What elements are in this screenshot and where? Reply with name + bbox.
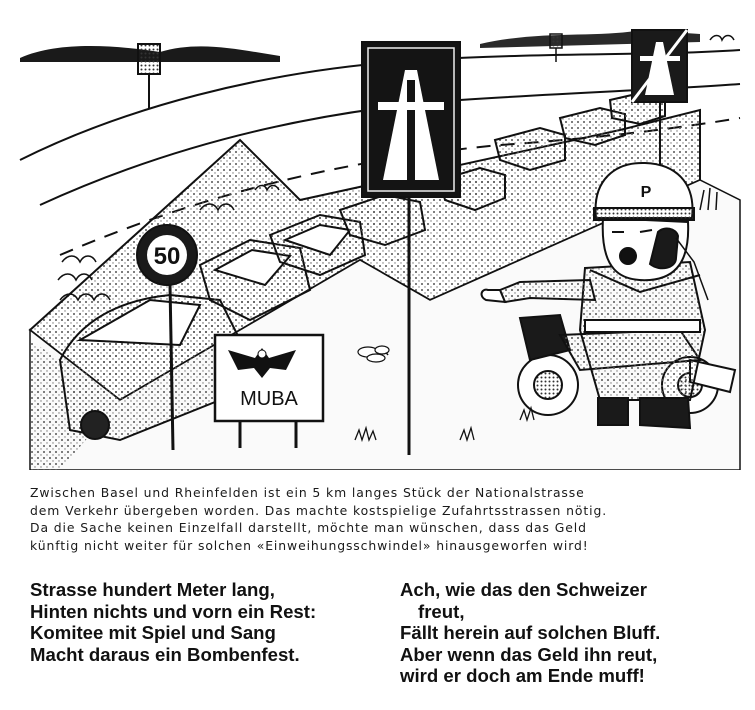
end-motorway-sign — [630, 29, 689, 175]
speed-limit-value: 50 — [154, 243, 181, 270]
small-square-sign — [137, 33, 563, 108]
caption-line: Zwischen Basel und Rheinfelden ist ein 5… — [30, 485, 585, 500]
poem-line: Komitee mit Spiel und Sang — [30, 622, 276, 643]
cartoon-illustration: 50 MUBA — [19, 29, 741, 470]
poem-line: freut, — [418, 600, 465, 622]
police-helmet — [594, 161, 694, 219]
eagle-emblem — [228, 348, 296, 378]
stones — [357, 345, 390, 363]
caption-line: künftig nicht weiter für solchen «Einwei… — [30, 537, 589, 553]
grass-tufts — [354, 405, 535, 443]
motorway-sign — [361, 41, 461, 455]
caption-line: dem Verkehr übergeben worden. Das machte… — [30, 502, 608, 518]
poem-line: Ach, wie das den Schweizer — [400, 579, 647, 600]
muba-sign-text: MUBA — [240, 388, 298, 410]
caption-text: Zwischen Basel und Rheinfelden ist ein 5… — [30, 484, 730, 554]
horizon-hills — [20, 30, 700, 62]
caption-line: Da die Sache keinen Einzelfall darstellt… — [30, 520, 587, 535]
speed-limit-sign: 50 — [136, 224, 198, 451]
policeman-figure: P — [480, 161, 737, 430]
poem-line: Strasse hundert Meter lang, — [30, 579, 275, 600]
telephone-receiver — [648, 227, 680, 270]
muba-sign: MUBA — [213, 333, 325, 448]
helmet-letter: P — [641, 184, 652, 201]
poem-right-stanza: Ach, wie das den Schweizer freut, Fällt … — [400, 579, 660, 687]
poem-line: Macht daraus ein Bombenfest. — [30, 643, 300, 665]
poem-line: Fällt herein auf solchen Bluff. — [400, 622, 661, 643]
poem-line: Hinten nichts und vorn ein Rest: — [30, 600, 317, 622]
poem-line: Aber wenn das Geld ihn reut, — [400, 643, 658, 665]
poem-line: wird er doch am Ende muff! — [400, 665, 645, 686]
traffic-jam-cars — [58, 90, 666, 442]
poem-left-stanza: Strasse hundert Meter lang, Hinten nicht… — [30, 579, 316, 665]
